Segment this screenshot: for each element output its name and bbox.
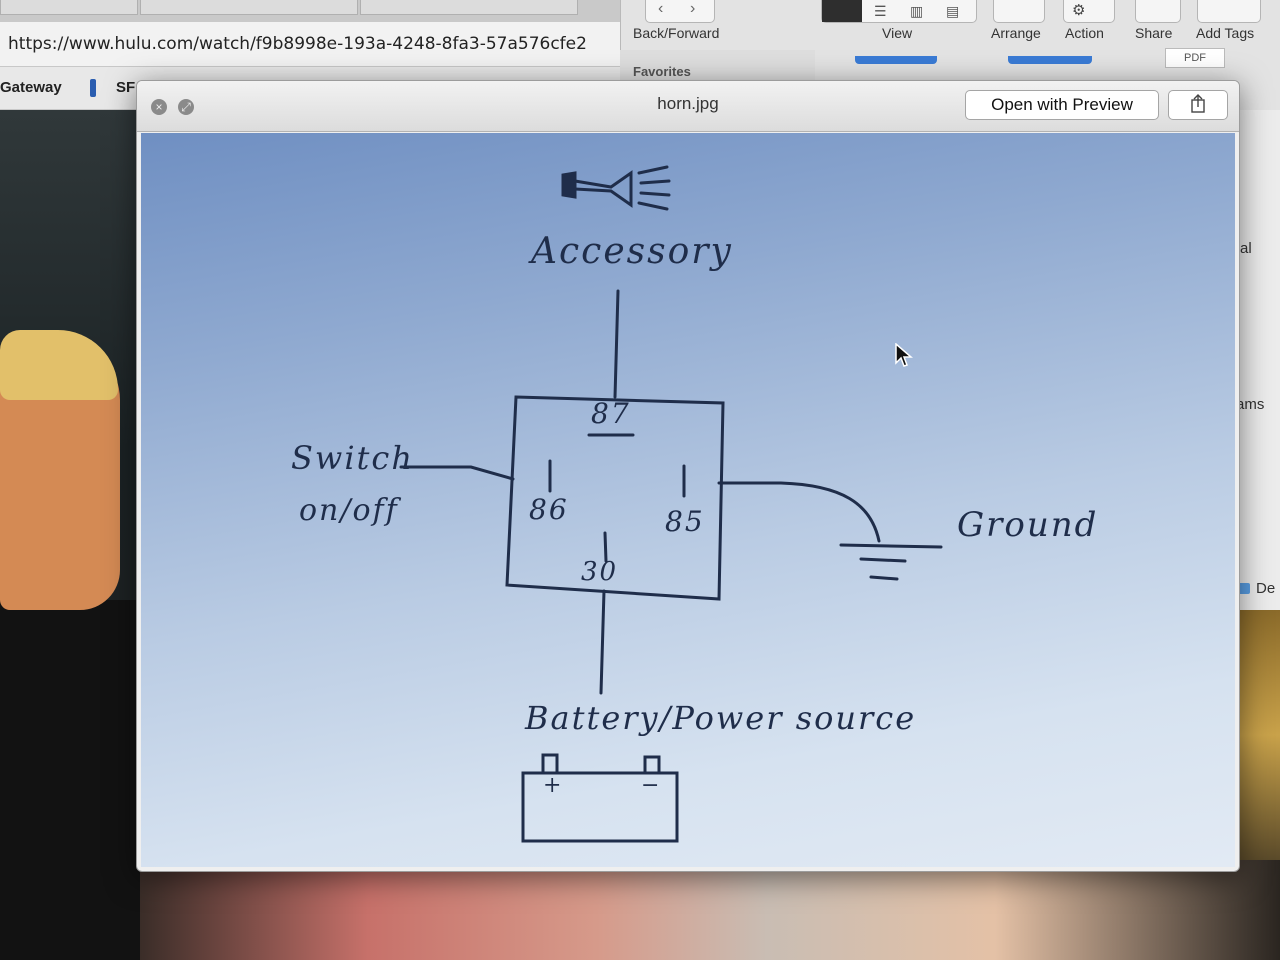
back-forward-buttons[interactable]: ‹ ›	[645, 0, 715, 23]
pin-86-label: 86	[529, 493, 569, 526]
browser-tab[interactable]	[360, 0, 578, 15]
horn-bell	[573, 170, 633, 208]
browser-tab[interactable]	[0, 0, 138, 15]
video-frame-bottom	[140, 860, 1280, 960]
quicklook-titlebar: × ⤢ horn.jpg Open with Preview	[137, 81, 1239, 132]
wire-86	[399, 465, 515, 481]
fullscreen-icon[interactable]: ⤢	[178, 99, 194, 115]
wire-87	[613, 289, 620, 399]
pin-85-label: 85	[665, 505, 705, 538]
battery-minus: −	[641, 773, 662, 798]
video-character-shirt	[0, 600, 140, 960]
finder-selection	[855, 56, 937, 64]
ground-symbol	[859, 557, 907, 563]
chevron-left-icon[interactable]: ‹	[658, 0, 664, 17]
pdf-badge: PDF	[1165, 48, 1225, 68]
share-icon	[1191, 94, 1205, 113]
add-tags-button[interactable]	[1197, 0, 1261, 23]
switch-label: on/off	[299, 493, 399, 528]
switch-label: Switch	[291, 439, 414, 477]
arrange-button[interactable]	[993, 0, 1045, 23]
sound-wave	[637, 165, 669, 175]
arrange-label: Arrange	[991, 25, 1041, 41]
bookmark-sf[interactable]: SF	[116, 79, 136, 96]
finder-item-fragment[interactable]: al	[1240, 240, 1252, 257]
battery-label: Battery/Power source	[525, 699, 917, 737]
quicklook-title: horn.jpg	[657, 94, 719, 113]
view-label: View	[882, 25, 913, 41]
pin-30-label: 30	[581, 557, 619, 587]
info-icon	[90, 79, 96, 97]
ground-label: Ground	[957, 505, 1099, 545]
gear-icon: ⚙	[1072, 2, 1086, 19]
horn-diagram-image: Accessory Switch on/off Ground Battery/P…	[141, 133, 1235, 867]
finder-item-fragment[interactable]: ams	[1236, 396, 1265, 413]
url-text: https://www.hulu.com/watch/f9b8998e-193a…	[8, 34, 587, 54]
mouse-cursor-icon	[895, 343, 913, 367]
battery-terminal	[643, 755, 661, 775]
share-toolbar-button[interactable]	[1135, 0, 1181, 23]
folder-icon	[1236, 583, 1250, 594]
back-forward-label: Back/Forward	[633, 25, 720, 41]
share-label: Share	[1135, 25, 1173, 41]
chevron-right-icon[interactable]: ›	[690, 0, 696, 17]
sound-wave	[637, 201, 669, 211]
ground-symbol	[869, 575, 899, 581]
quicklook-window: × ⤢ horn.jpg Open with Preview	[136, 80, 1240, 872]
relay-wiring-diagram	[399, 165, 943, 843]
action-label: Action	[1065, 25, 1104, 41]
share-button[interactable]	[1168, 90, 1228, 120]
wire-85	[717, 481, 881, 543]
view-buttons[interactable]: ☰ ▥ ▤	[821, 0, 977, 23]
horn-icon	[561, 171, 577, 199]
address-bar[interactable]: https://www.hulu.com/watch/f9b8998e-193a…	[0, 22, 620, 67]
favorites-heading: Favorites	[633, 64, 691, 79]
battery-plus: +	[543, 773, 564, 798]
add-tags-label: Add Tags	[1196, 25, 1255, 41]
open-with-preview-button[interactable]: Open with Preview	[965, 90, 1159, 120]
sound-wave	[639, 179, 671, 185]
close-icon[interactable]: ×	[151, 99, 167, 115]
relay-box	[505, 395, 725, 601]
ground-symbol	[839, 543, 943, 549]
gallery-view-icon[interactable]: ▤	[946, 3, 960, 19]
finder-selection	[1008, 56, 1092, 64]
list-view-icon[interactable]: ☰	[874, 3, 887, 19]
battery-terminal	[541, 753, 559, 775]
browser-tab-strip	[0, 0, 620, 23]
pin-30-mark	[603, 531, 608, 563]
bookmark-gateway[interactable]: Gateway	[0, 79, 62, 96]
battery-icon	[521, 771, 679, 843]
pin-87-label: 87	[591, 397, 631, 430]
finder-item-fragment[interactable]: De	[1256, 580, 1276, 597]
icon-view-icon[interactable]	[822, 0, 862, 22]
accessory-label: Accessory	[531, 231, 733, 272]
sound-wave	[639, 191, 671, 197]
column-view-icon[interactable]: ▥	[910, 3, 924, 19]
browser-tab[interactable]	[140, 0, 358, 15]
action-button[interactable]: ⚙	[1063, 0, 1115, 23]
wire-30	[599, 589, 606, 695]
